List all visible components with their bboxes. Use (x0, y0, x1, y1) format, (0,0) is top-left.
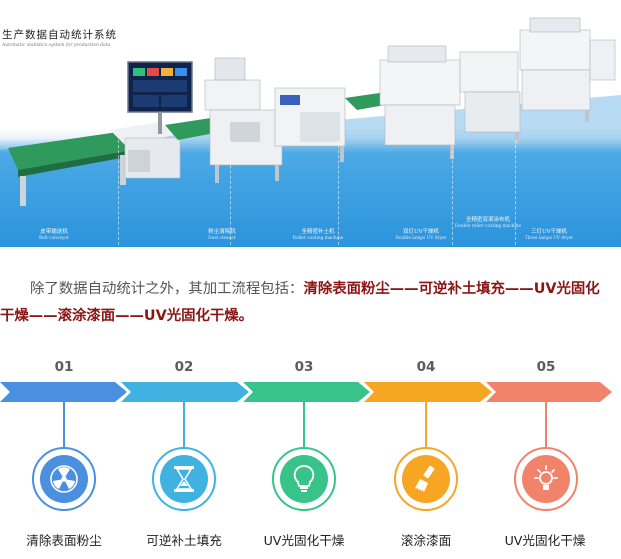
station-label-belt-conveyor: 皮带输送机 Belt conveyor (39, 229, 69, 241)
hero-subtitle: Automatic statistics system for producti… (2, 43, 111, 48)
station-divider (452, 140, 453, 245)
production-line-banner: 生产数据自动统计系统 Automatic statistics system f… (0, 0, 621, 247)
step-4-badge (394, 447, 458, 511)
step-2-badge (152, 447, 216, 511)
process-arrow-band (0, 382, 612, 402)
station-divider (118, 140, 119, 245)
step-arrow (0, 382, 127, 402)
step-label: UV光固化干燥 (263, 533, 345, 548)
step-arrow (486, 382, 612, 402)
radiation-icon (50, 465, 78, 493)
step-number: 04 (416, 359, 436, 375)
step-3-badge (272, 447, 336, 511)
step-label: UV光固化干燥 (504, 533, 586, 548)
step-1-badge (32, 447, 96, 511)
step-label: 滚涂漆面 (400, 533, 452, 548)
station-label-roller-coating: 全精密补土机 Roller coating machine (292, 229, 344, 241)
step-label: 可逆补土填充 (146, 533, 222, 548)
station-label-three-lamp-dryer: 三灯UV干燥机 Three lamps UV dryer (524, 229, 574, 241)
process-description: 除了数据自动统计之外，其加工流程包括：清除表面粉尘——可逆补土填充——UV光固化… (0, 276, 612, 330)
process-steps-highlight: 清除表面粉尘——可逆补土填充——UV光固化干燥——滚涂漆面——UV光固化干燥。 (0, 281, 600, 324)
step-arrow (121, 382, 249, 402)
step-connector (303, 402, 305, 447)
station-label-double-roller-coating: 全精密双滚涂布机 Double roller coating machine (454, 217, 522, 229)
station-divider (230, 140, 231, 245)
step-number: 05 (536, 359, 556, 375)
station-divider (338, 140, 339, 245)
step-connector (183, 402, 185, 447)
step-number: 02 (174, 359, 194, 375)
hourglass-icon (174, 466, 194, 492)
station-divider (515, 140, 516, 245)
step-5-badge (514, 447, 578, 511)
hero-title: 生产数据自动统计系统 (2, 29, 117, 41)
paint-brush-icon (415, 465, 435, 494)
step-connector (545, 402, 547, 447)
lightbulb-icon (293, 465, 315, 492)
station-label-dust-cleaner: 粉尘清除机 Dust cleaner (208, 229, 236, 241)
step-arrow (243, 382, 370, 402)
step-connector (425, 402, 427, 447)
production-line-illustration (0, 17, 621, 247)
process-intro: 除了数据自动统计之外，其加工流程包括： (30, 281, 304, 297)
step-connector (63, 402, 65, 447)
step-number: 01 (54, 359, 74, 375)
step-arrow (364, 382, 492, 402)
step-label: 清除表面粉尘 (26, 533, 102, 548)
station-label-double-lamp-dryer: 双灯UV干燥机 Double lamps UV dryer (395, 229, 447, 241)
step-number: 03 (294, 359, 314, 375)
lamp-icon (534, 465, 558, 490)
